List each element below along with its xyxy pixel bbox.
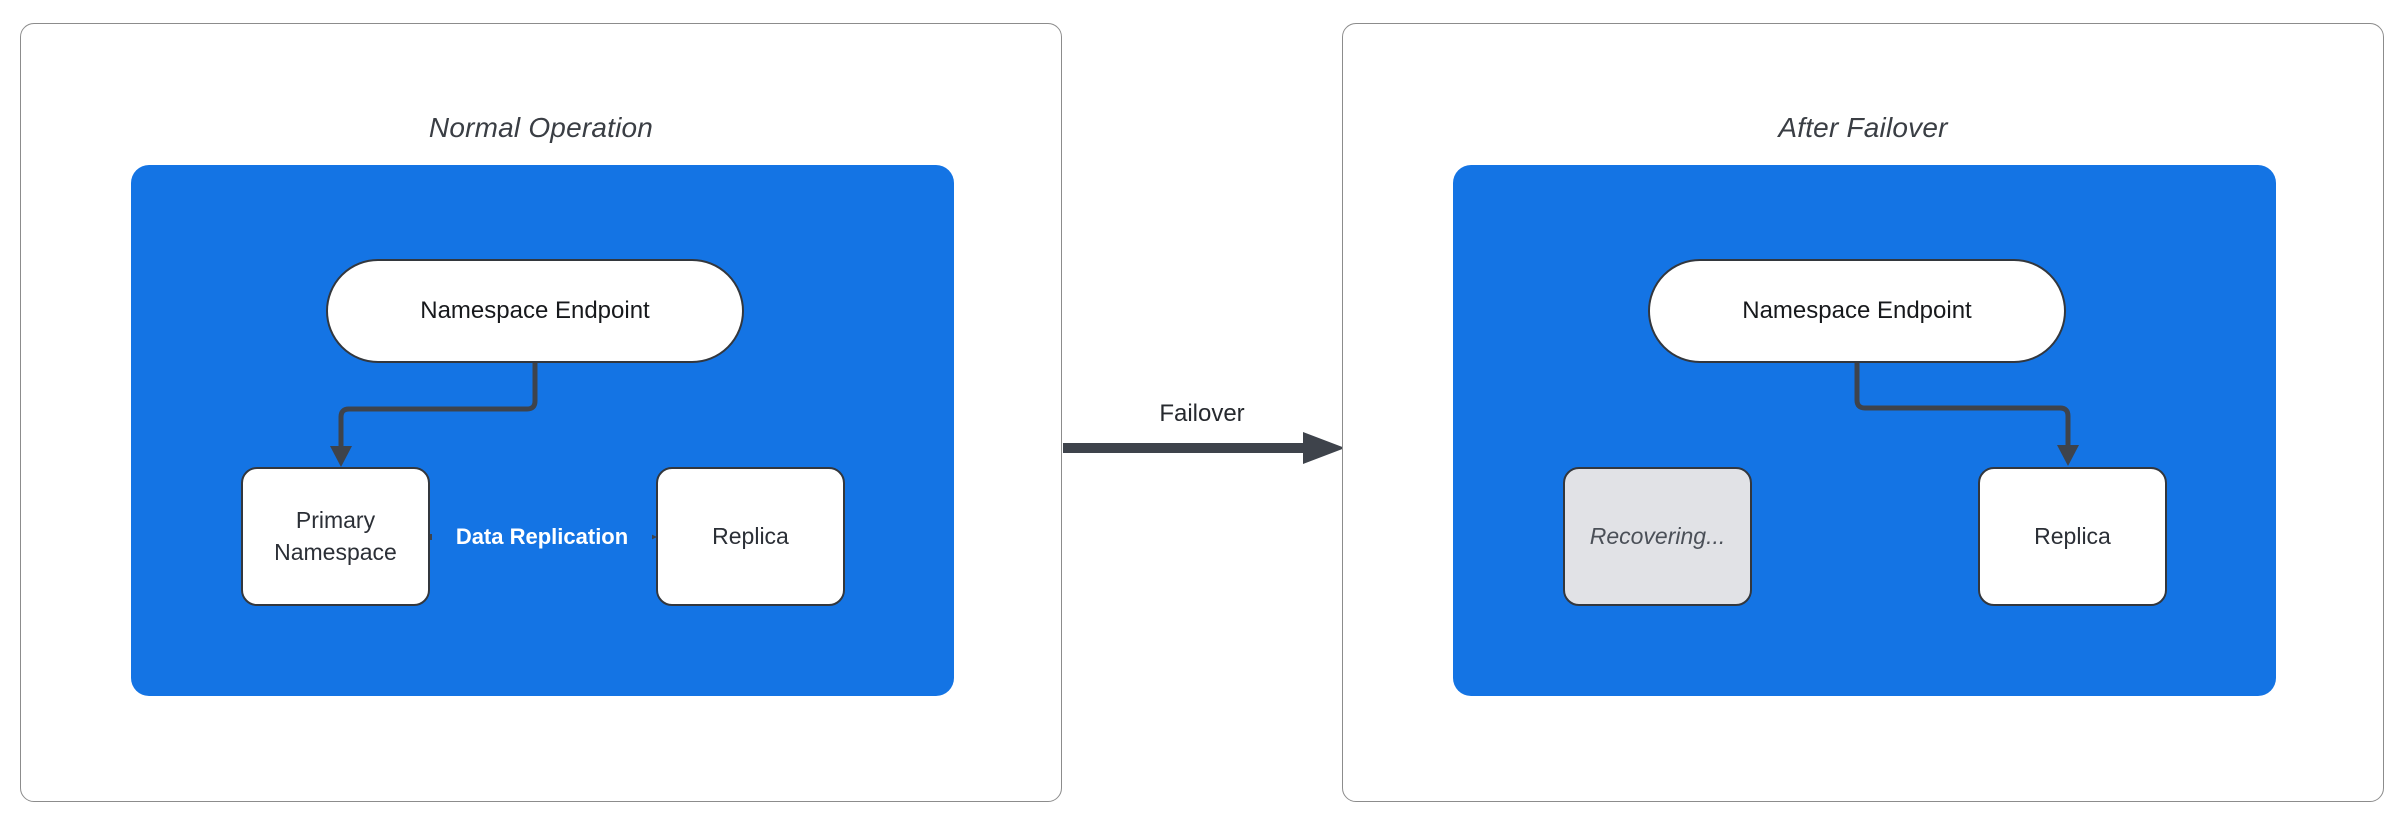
replica-label-failover: Replica: [2034, 522, 2111, 549]
panel-title-normal-operation: Normal Operation: [428, 112, 654, 143]
recovering-node: Recovering...: [1563, 467, 1752, 606]
primary-namespace-label: Primary Namespace: [274, 507, 397, 565]
namespace-endpoint-label: Namespace Endpoint: [1742, 297, 1972, 324]
data-replication-arrow: [429, 526, 657, 548]
panel-normal-operation: Normal Operation Namespace Endpoint Prim…: [20, 23, 1062, 802]
failover-arrow: [1063, 432, 1345, 464]
endpoint-to-replica-connector: [1854, 363, 2079, 466]
namespace-container-failover: Namespace Endpoint Recovering... Replica: [1453, 165, 2276, 696]
namespace-endpoint-node-failover: Namespace Endpoint: [1648, 259, 2066, 363]
primary-namespace-node: Primary Namespace: [241, 467, 430, 606]
namespace-endpoint-label: Namespace Endpoint: [420, 297, 650, 324]
data-replication-label: Data Replication: [432, 522, 652, 552]
failover-arrow-label: Failover: [1159, 400, 1245, 427]
recovering-label: Recovering...: [1589, 522, 1726, 549]
panel-after-failover: After Failover Namespace Endpoint Recove…: [1342, 23, 2384, 802]
namespace-endpoint-node-normal: Namespace Endpoint: [326, 259, 744, 363]
replica-node-normal: Replica: [656, 467, 845, 606]
replica-label-normal: Replica: [712, 522, 789, 549]
panel-title-after-failover: After Failover: [1778, 112, 1948, 143]
replica-node-failover: Replica: [1978, 467, 2167, 606]
namespace-container-normal: Namespace Endpoint Primary Namespace Dat…: [131, 165, 954, 696]
endpoint-to-primary-connector: [330, 363, 538, 467]
